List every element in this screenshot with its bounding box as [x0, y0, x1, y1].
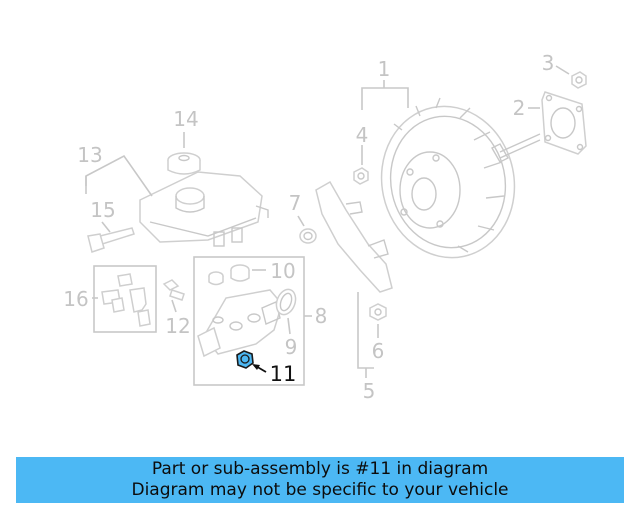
parts-diagram: 1 2 3 4 5 6 7 8 9 10 11 12 13 14 15 16	[63, 51, 587, 403]
grommets-part-10	[208, 264, 250, 286]
callout-5: 5	[363, 379, 376, 403]
callout-4: 4	[356, 123, 369, 147]
sensor-group-frame	[93, 265, 157, 333]
callout-7: 7	[289, 191, 302, 215]
bracket-plate	[315, 180, 393, 293]
callout-11: 11	[270, 362, 297, 386]
callout-2: 2	[513, 96, 526, 120]
brake-booster	[380, 97, 541, 259]
callout-15: 15	[90, 198, 115, 222]
callout-16: 16	[63, 287, 88, 311]
nut-part-4	[353, 167, 369, 185]
callout-1: 1	[378, 57, 391, 81]
sensor-switches	[101, 273, 151, 327]
callout-14: 14	[173, 107, 198, 131]
reservoir-cap	[167, 152, 201, 175]
retaining-pin	[87, 227, 135, 253]
info-banner: Part or sub-assembly is #11 in diagram D…	[16, 457, 624, 503]
highlighted-nut-part-11	[236, 350, 254, 369]
o-ring-part-9	[275, 288, 297, 316]
callout-8: 8	[315, 304, 328, 328]
callout-3: 3	[542, 51, 555, 75]
seal-part-7	[299, 228, 317, 244]
banner-line-1: Part or sub-assembly is #11 in diagram	[151, 459, 489, 479]
callout-9: 9	[285, 335, 298, 359]
nut-part-3	[571, 71, 587, 89]
callout-6: 6	[372, 339, 385, 363]
bolt-part-12	[162, 279, 185, 301]
gasket	[541, 91, 587, 155]
callout-12: 12	[165, 314, 190, 338]
nut-part-6	[369, 303, 387, 321]
banner-line-2: Diagram may not be specific to your vehi…	[131, 480, 509, 500]
master-cylinder	[197, 289, 283, 358]
callout-13: 13	[77, 143, 102, 167]
callout-10: 10	[270, 259, 295, 283]
fluid-reservoir	[139, 171, 269, 247]
master-cylinder-frame	[193, 256, 305, 386]
